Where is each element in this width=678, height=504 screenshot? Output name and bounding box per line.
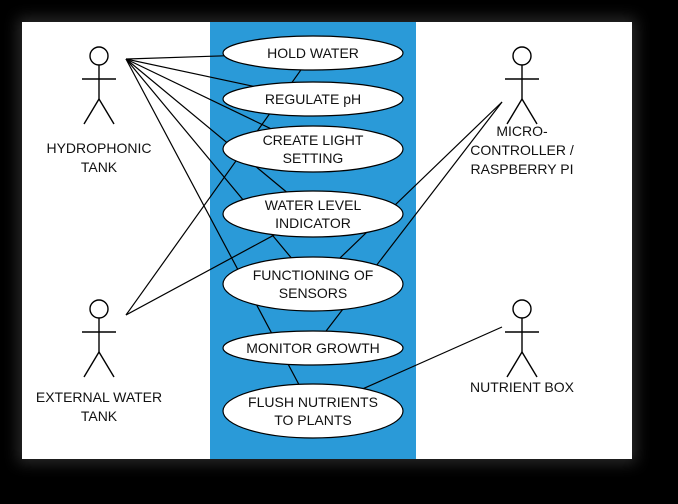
association-nutrient-flush xyxy=(363,326,503,390)
use-case-ellipse xyxy=(222,383,404,439)
actor-leg-left xyxy=(506,98,523,125)
use-case-label: HOLD WATER xyxy=(267,45,359,61)
use-case-label: MONITOR GROWTH xyxy=(246,340,380,356)
actor-label: MICRO- xyxy=(496,123,548,139)
actor-leg-right xyxy=(98,351,115,378)
use-case-ellipse xyxy=(222,35,404,71)
actor-label: HYDROPHONIC xyxy=(46,140,151,156)
actor-label: TANK xyxy=(81,408,118,424)
actor-micro xyxy=(505,46,539,125)
use-case-hold: HOLD WATER xyxy=(222,35,404,71)
actor-leg-left xyxy=(506,351,523,378)
actor-head xyxy=(89,299,109,319)
actor-label: NUTRIENT BOX xyxy=(470,379,575,395)
use-case-label: CREATE LIGHT xyxy=(263,132,364,148)
use-case-ellipse xyxy=(222,81,404,117)
use-case-flush: FLUSH NUTRIENTS TO PLANTS xyxy=(222,383,404,439)
actor-head xyxy=(512,299,532,319)
use-case-ellipse xyxy=(222,125,404,173)
actor-head xyxy=(512,46,532,66)
actor-leg-right xyxy=(98,98,115,125)
use-case-growth: MONITOR GROWTH xyxy=(222,330,404,366)
use-cases: HOLD WATER REGULATE pH CREATE LIGHT SETTING… xyxy=(222,35,404,439)
use-case-light: CREATE LIGHT SETTING xyxy=(222,125,404,173)
association-hydro-flush xyxy=(125,58,300,385)
use-case-sensors: FUNCTIONING OF SENSORS xyxy=(222,256,404,312)
association-hydro-ph xyxy=(125,58,254,87)
use-case-label: INDICATOR xyxy=(275,215,351,231)
actors: HYDROPHONIC TANK EXTERNAL WATER TANK MICRO- C… xyxy=(36,46,575,424)
actor-leg-right xyxy=(521,98,538,125)
actor-nutrient xyxy=(505,299,539,378)
actor-label: TANK xyxy=(81,159,118,175)
use-case-ph: REGULATE pH xyxy=(222,81,404,117)
actor-label: EXTERNAL WATER xyxy=(36,389,162,405)
actor-label: RASPBERRY PI xyxy=(471,161,574,177)
use-case-level: WATER LEVEL INDICATOR xyxy=(222,190,404,238)
actor-head xyxy=(89,46,109,66)
use-case-label: WATER LEVEL xyxy=(265,197,362,213)
association-hydro-level xyxy=(125,58,287,193)
use-case-ellipse xyxy=(222,330,404,366)
use-case-label: REGULATE pH xyxy=(265,91,361,107)
actor-external xyxy=(82,299,116,378)
diagram-canvas: HOLD WATER REGULATE pH CREATE LIGHT SETTING… xyxy=(22,22,632,459)
actor-leg-left xyxy=(83,98,100,125)
association-hydro-light xyxy=(125,58,272,130)
use-case-label: SENSORS xyxy=(279,285,347,301)
use-case-ellipse xyxy=(222,190,404,238)
association-external-level xyxy=(125,234,275,316)
use-case-label: FUNCTIONING OF xyxy=(253,267,374,283)
association-hydro-hold xyxy=(125,55,225,60)
use-case-diagram: HOLD WATER REGULATE pH CREATE LIGHT SETTING… xyxy=(36,22,575,459)
use-case-label: FLUSH NUTRIENTS xyxy=(248,394,378,410)
use-case-ellipse xyxy=(222,256,404,312)
actor-label: CONTROLLER / xyxy=(470,142,574,158)
actor-leg-right xyxy=(521,351,538,378)
actor-leg-left xyxy=(83,351,100,378)
actor-hydro xyxy=(82,46,116,125)
use-case-label: TO PLANTS xyxy=(274,412,352,428)
use-case-label: SETTING xyxy=(283,150,344,166)
